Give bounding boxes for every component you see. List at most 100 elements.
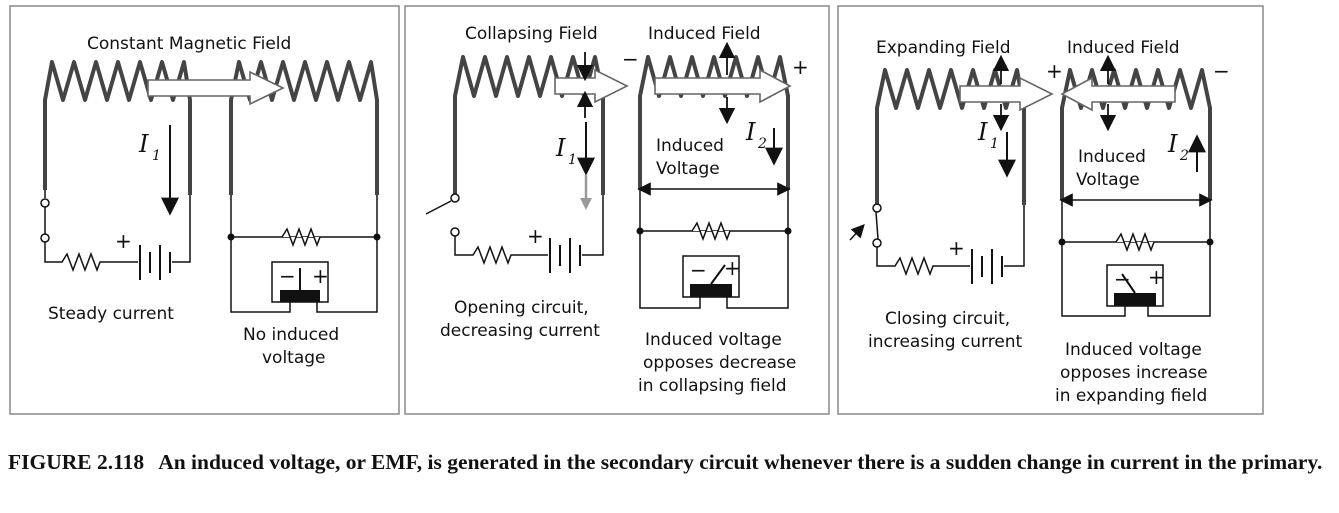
svg-text:+: + — [724, 256, 741, 280]
secondary-caption: Induced voltage opposes decrease in coll… — [638, 330, 796, 396]
figure-caption-text: An induced voltage, or EMF, is generated… — [158, 450, 1323, 474]
svg-text:Induced: Induced — [656, 136, 724, 156]
galvanometer-icon: − + — [1106, 264, 1165, 307]
svg-text:1: 1 — [152, 148, 161, 164]
svg-text:Induced voltage: Induced voltage — [1065, 340, 1202, 360]
decreasing-current-head — [580, 198, 592, 210]
svg-text:2: 2 — [1179, 148, 1189, 164]
svg-text:voltage: voltage — [262, 348, 326, 368]
induced-field-label: Induced Field — [648, 24, 761, 44]
svg-text:Induced: Induced — [1078, 147, 1146, 167]
svg-text:−: − — [690, 258, 707, 282]
svg-text:I: I — [1167, 130, 1178, 158]
figure-number: FIGURE 2.118 — [8, 450, 145, 474]
field-arrow — [147, 70, 285, 106]
panel-expanding: Expanding Field Induced Field + − I 1 In… — [849, 38, 1230, 406]
battery-icon — [549, 238, 581, 273]
meter-wire — [726, 231, 789, 309]
svg-text:opposes increase: opposes increase — [1060, 363, 1208, 383]
meter-wire — [316, 237, 378, 313]
induced-voltage-label: Induced Voltage — [656, 136, 724, 179]
primary-current-label: I 1 — [555, 134, 577, 168]
primary-current-label: I 1 — [977, 118, 999, 152]
secondary-caption: No induced voltage — [243, 325, 339, 368]
panel-1-frame — [9, 5, 400, 415]
primary-caption: Opening circuit, decreasing current — [440, 298, 600, 341]
battery-plus-sign: + — [948, 236, 965, 260]
field-label: Constant Magnetic Field — [87, 34, 291, 54]
galvanometer-icon: − + — [682, 255, 741, 298]
svg-text:Voltage: Voltage — [1076, 170, 1140, 190]
secondary-current-label: I 2 — [1167, 130, 1189, 164]
svg-text:−: − — [1114, 267, 1131, 291]
svg-text:1: 1 — [990, 136, 999, 152]
svg-text:+: + — [1148, 265, 1165, 289]
secondary-right-sign: − — [1213, 59, 1230, 83]
svg-text:I: I — [138, 130, 149, 158]
figure-caption: FIGURE 2.118 An induced voltage, or EMF, … — [8, 448, 1334, 476]
primary-current-label: I 1 — [138, 130, 161, 164]
svg-text:in collapsing field: in collapsing field — [638, 376, 787, 396]
panel-2-frame — [404, 5, 830, 415]
primary-caption: Steady current — [48, 304, 174, 324]
field-label: Expanding Field — [876, 38, 1011, 58]
induced-field-arrow — [654, 68, 792, 104]
field-label: Collapsing Field — [465, 24, 598, 44]
svg-text:+: + — [312, 264, 329, 288]
battery-icon — [971, 249, 1003, 284]
resistor-icon — [1115, 231, 1155, 253]
galvanometer-icon: − + — [271, 261, 329, 303]
svg-text:2: 2 — [757, 136, 767, 152]
induction-diagram: Constant Magnetic Field I 1 + — [9, 5, 1264, 415]
primary-wire — [44, 242, 138, 273]
svg-text:1: 1 — [568, 152, 577, 168]
primary-wire — [582, 195, 604, 256]
svg-text:Voltage: Voltage — [656, 159, 720, 179]
field-arrow — [959, 76, 1054, 112]
induced-voltage-label: Induced Voltage — [1076, 147, 1146, 190]
meter-wire — [639, 231, 701, 309]
svg-text:I: I — [555, 134, 566, 162]
svg-text:Opening circuit,: Opening circuit, — [454, 298, 589, 318]
secondary-left-sign: + — [1046, 59, 1063, 83]
panel-collapsing: Collapsing Field Induced Field − + I 1 I… — [425, 24, 809, 396]
switch-contact-bottom — [450, 227, 460, 237]
battery-icon — [139, 245, 171, 280]
svg-text:−: − — [279, 264, 296, 288]
primary-caption: Closing circuit, increasing current — [868, 309, 1023, 352]
svg-text:I: I — [977, 118, 988, 146]
battery-plus-sign: + — [527, 224, 544, 248]
switch-contact-top — [450, 193, 460, 203]
meter-wire — [1147, 242, 1211, 317]
secondary-left-sign: − — [622, 47, 639, 71]
svg-text:No induced: No induced — [243, 325, 339, 345]
switch-contact-bottom — [872, 238, 882, 248]
induced-field-arrow — [1060, 76, 1176, 112]
switch-contact-top — [40, 198, 50, 208]
resistor-icon — [281, 226, 321, 248]
meter-wire — [230, 237, 291, 313]
switch-contact-top — [872, 203, 882, 213]
primary-wire — [876, 247, 970, 277]
svg-text:Induced voltage: Induced voltage — [645, 330, 782, 350]
field-arrow — [554, 68, 629, 104]
primary-wire — [454, 236, 548, 266]
primary-wire — [1004, 205, 1025, 267]
induced-field-label: Induced Field — [1067, 38, 1180, 58]
switch-blade-closed — [875, 211, 879, 240]
panel-steady: Constant Magnetic Field I 1 + — [40, 34, 381, 368]
battery-plus-sign: + — [115, 229, 132, 253]
svg-text:in expanding field: in expanding field — [1055, 386, 1207, 406]
svg-text:decreasing current: decreasing current — [440, 321, 600, 341]
svg-text:increasing current: increasing current — [868, 332, 1023, 352]
svg-text:Closing circuit,: Closing circuit, — [885, 309, 1010, 329]
meter-wire — [1061, 242, 1126, 317]
resistor-icon — [691, 220, 731, 242]
svg-text:opposes decrease: opposes decrease — [643, 353, 796, 373]
closing-arrow-icon — [849, 224, 865, 241]
switch-contact-bottom — [40, 233, 50, 243]
svg-text:Steady current: Steady current — [48, 304, 174, 324]
switch-blade-open — [425, 200, 452, 215]
secondary-right-sign: + — [792, 55, 809, 79]
secondary-current-label: I 2 — [745, 118, 767, 152]
